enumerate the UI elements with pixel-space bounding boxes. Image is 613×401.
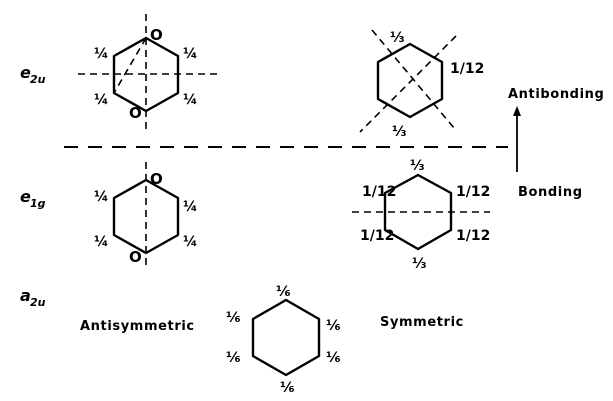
coefficient-label: ⅙ bbox=[280, 380, 295, 396]
coefficient-label: 1/12 bbox=[360, 228, 394, 244]
diagonal-node-line bbox=[359, 35, 457, 133]
row-label-a2u: a 2u bbox=[20, 286, 46, 309]
coefficient-label: 1/12 bbox=[456, 184, 490, 200]
row-label-e1g: e 1g bbox=[20, 187, 46, 210]
coefficient-label: ¼ bbox=[94, 234, 109, 250]
svg-text:e: e bbox=[20, 63, 31, 82]
svg-text:2u: 2u bbox=[30, 73, 46, 86]
node-marker-bottom: O bbox=[129, 104, 142, 122]
a2u-orbital: ⅙ ⅙ ⅙ ⅙ ⅙ ⅙ bbox=[226, 284, 341, 396]
svg-text:a: a bbox=[20, 286, 31, 305]
svg-text:e: e bbox=[20, 187, 31, 206]
e2u-symmetric-orbital: ⅓ 1/12 ⅓ bbox=[359, 29, 484, 140]
coefficient-label: 1/12 bbox=[456, 228, 490, 244]
coefficient-label: ⅓ bbox=[412, 256, 427, 272]
bonding-label: Bonding bbox=[518, 185, 583, 200]
coefficient-label: ⅙ bbox=[326, 318, 341, 334]
antisymmetric-label: Antisymmetric bbox=[80, 319, 195, 334]
hexagon bbox=[376, 42, 444, 119]
row-label-e2u: e 2u bbox=[20, 63, 46, 86]
e2u-antisymmetric-orbital: O O ¼ ¼ ¼ ¼ bbox=[78, 14, 220, 134]
coefficient-label: 1/12 bbox=[362, 184, 396, 200]
coefficient-label: ¼ bbox=[183, 46, 198, 62]
e1g-antisymmetric-orbital: O O ¼ ¼ ¼ ¼ bbox=[94, 162, 198, 268]
symmetric-label: Symmetric bbox=[380, 315, 464, 330]
coefficient-label: ⅓ bbox=[390, 30, 405, 46]
node-marker-top: O bbox=[150, 26, 163, 44]
inner-node-line bbox=[113, 37, 147, 94]
coefficient-label: ⅓ bbox=[410, 158, 425, 174]
antibonding-label: Antibonding bbox=[508, 87, 604, 102]
coefficient-label: ⅓ bbox=[392, 124, 407, 140]
hexagon bbox=[251, 298, 321, 377]
coefficient-label: ¼ bbox=[94, 92, 109, 108]
coefficient-label: ¼ bbox=[183, 234, 198, 250]
coefficient-label: ¼ bbox=[94, 189, 109, 205]
svg-text:2u: 2u bbox=[30, 296, 46, 309]
svg-text:1g: 1g bbox=[30, 197, 46, 210]
hexagon bbox=[383, 173, 453, 251]
coefficient-label: ⅙ bbox=[226, 310, 241, 326]
coefficient-label: 1/12 bbox=[450, 61, 484, 77]
coefficient-label: ⅙ bbox=[226, 350, 241, 366]
coefficient-label: ¼ bbox=[183, 92, 198, 108]
coefficient-label: ¼ bbox=[94, 46, 109, 62]
coefficient-label: ⅙ bbox=[326, 350, 341, 366]
e1g-symmetric-orbital: ⅓ 1/12 1/12 1/12 1/12 ⅓ bbox=[352, 158, 490, 272]
node-marker-top: O bbox=[150, 170, 163, 188]
coefficient-label: ¼ bbox=[183, 199, 198, 215]
coefficient-label: ⅙ bbox=[276, 284, 291, 300]
energy-arrow bbox=[513, 106, 521, 172]
node-marker-bottom: O bbox=[129, 248, 142, 266]
